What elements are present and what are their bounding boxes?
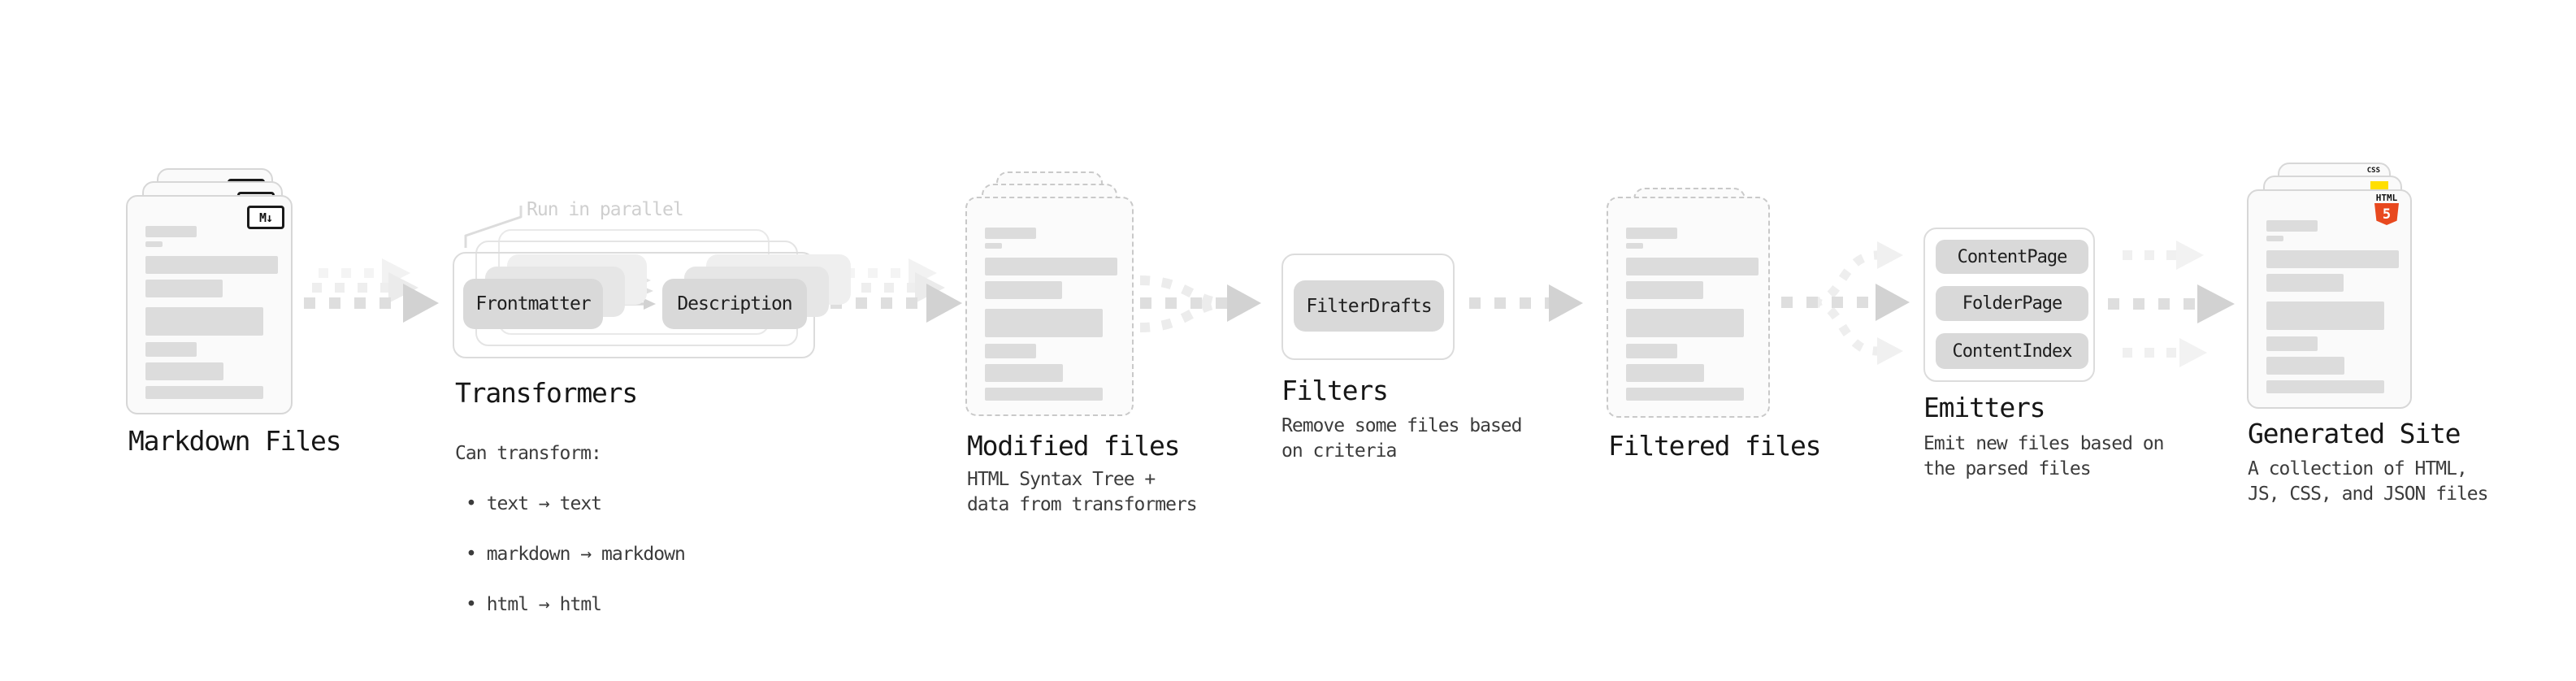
modified-file-card	[965, 197, 1134, 416]
text-placeholder-bar	[2266, 250, 2399, 268]
arrow-filters-to-filtered	[1469, 284, 1583, 322]
text-placeholder-bar	[1626, 281, 1703, 299]
arrow-modified-to-filters	[1139, 275, 1261, 332]
text-placeholder-bar	[145, 241, 163, 247]
stage-title-transformers: Transformers	[455, 377, 638, 409]
transformers-bullet: • markdown → markdown	[466, 544, 686, 565]
text-placeholder-bar	[2266, 274, 2344, 292]
stage-title-emitters: Emitters	[1923, 392, 2046, 423]
text-placeholder-bar	[985, 243, 1002, 249]
text-placeholder-bar	[2266, 301, 2384, 330]
folderpage-pill: FolderPage	[1936, 286, 2088, 321]
generated-site-description: A collection of HTML, JS, CSS, and JSON …	[2248, 458, 2488, 505]
text-placeholder-bar	[145, 226, 197, 237]
description-pill: Description	[662, 279, 807, 329]
emitters-panel: ContentPage FolderPage ContentIndex	[1923, 228, 2095, 382]
frontmatter-pill: Frontmatter	[463, 279, 603, 329]
arrow-markdown-to-transformers	[304, 258, 439, 323]
text-placeholder-bar	[145, 280, 223, 297]
markdown-file-card: M↓	[126, 195, 293, 414]
filters-panel: FilterDrafts	[1281, 254, 1455, 360]
contentindex-pill: ContentIndex	[1936, 333, 2088, 369]
text-placeholder-bar	[145, 342, 197, 357]
text-placeholder-bar	[2266, 380, 2384, 393]
text-placeholder-bar	[145, 256, 278, 274]
text-placeholder-bar	[1626, 228, 1677, 239]
text-placeholder-bar	[985, 228, 1036, 239]
stage-title-generated-site: Generated Site	[2248, 418, 2461, 449]
text-placeholder-bar	[985, 364, 1063, 382]
run-in-parallel-annotation: Run in parallel	[527, 199, 684, 220]
filterdrafts-pill: FilterDrafts	[1294, 280, 1444, 332]
text-placeholder-bar	[1626, 344, 1677, 358]
text-placeholder-bar	[145, 362, 223, 380]
text-placeholder-bar	[985, 258, 1117, 275]
filtered-file-card	[1607, 197, 1770, 418]
arrow-filtered-to-emitters	[1781, 241, 1910, 365]
text-placeholder-bar	[2266, 220, 2318, 232]
text-placeholder-bar	[985, 281, 1062, 299]
text-placeholder-bar	[985, 344, 1036, 358]
text-placeholder-bar	[1626, 309, 1744, 337]
filters-description: Remove some files based on criteria	[1281, 415, 1522, 462]
markdown-icon: M↓	[247, 206, 284, 229]
text-placeholder-bar	[985, 388, 1103, 401]
arrow-emitters-to-site	[2108, 241, 2235, 367]
transformers-desc-heading: Can transform:	[455, 443, 602, 464]
text-placeholder-bar	[2266, 357, 2344, 375]
stage-title-filtered-files: Filtered files	[1608, 430, 1822, 462]
html-file-card: HTML 5	[2247, 189, 2412, 409]
transformers-bullet: • html → html	[466, 594, 602, 615]
text-placeholder-bar	[1626, 388, 1744, 401]
contentpage-pill: ContentPage	[1936, 240, 2088, 274]
emitters-description: Emit new files based on the parsed files	[1923, 433, 2164, 479]
transformers-description: Can transform: • text → text • markdown …	[455, 416, 686, 643]
html5-icon: HTML 5	[2371, 193, 2402, 225]
text-placeholder-bar	[1626, 258, 1759, 275]
transformers-bullet: • text → text	[466, 493, 602, 514]
text-placeholder-bar	[985, 309, 1103, 337]
stage-title-modified-files: Modified files	[967, 430, 1181, 462]
text-placeholder-bar	[2266, 336, 2318, 351]
text-placeholder-bar	[145, 307, 263, 336]
text-placeholder-bar	[1626, 243, 1643, 249]
stage-title-filters: Filters	[1281, 375, 1389, 406]
text-placeholder-bar	[2266, 236, 2283, 241]
text-placeholder-bar	[1626, 364, 1704, 382]
modified-files-description: HTML Syntax Tree + data from transformer…	[967, 469, 1198, 515]
text-placeholder-bar	[145, 386, 263, 399]
stage-title-markdown-files: Markdown Files	[128, 425, 342, 457]
